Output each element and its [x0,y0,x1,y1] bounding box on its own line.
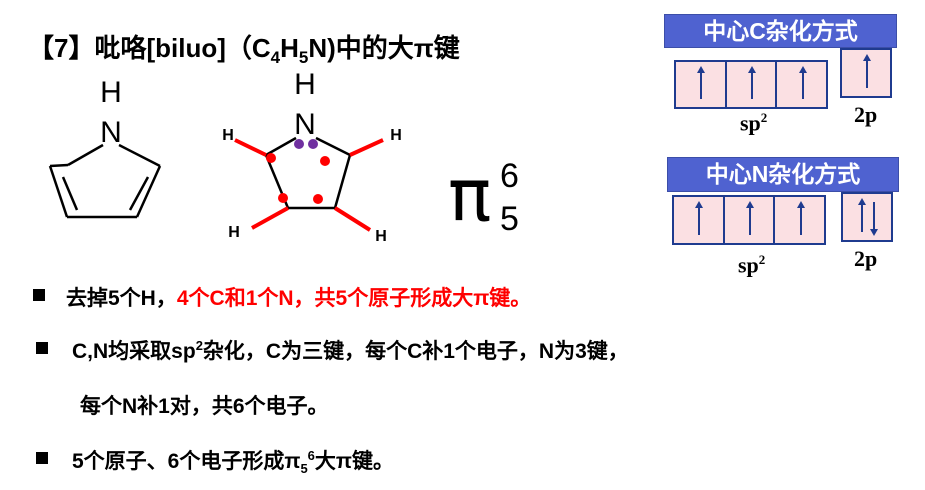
up-arrow-icon [695,201,704,235]
atom-h: H [100,76,122,109]
atom-h: H [390,127,402,144]
up-arrow-icon [697,66,706,99]
atom-n: N [100,116,122,149]
nitrogen-sp2-orbitals [672,195,826,245]
pyrrole-structures: H N H N H H H H π 6 5 [48,68,519,245]
nitrogen-sp2-label: sp2 [738,252,766,278]
bullet-icon [33,289,45,301]
pi-atoms: 5 [500,200,519,238]
nitrogen-2p-orbital [841,192,893,242]
pi-electrons: 6 [500,157,519,195]
atom-h: H [222,127,234,144]
bullet-item: 去掉5个H，4个C和1个N，共5个原子形成大π键。 [66,287,532,310]
up-arrow-icon [748,66,756,99]
pyrrole-bond-diagram: H N H H H H [222,68,402,245]
atom-n: N [294,108,316,141]
bullet-item-continuation: 每个N补1对，共6个电子。 [80,395,329,418]
up-arrow-icon [863,54,871,88]
slide-title: 【7】吡咯[biluo]（C4H5N)中的大π键 [28,33,460,68]
up-arrow-icon [746,201,754,235]
nitrogen-header: 中心N杂化方式 [667,157,899,192]
up-arrow-icon [858,198,867,232]
carbon-2p-orbital [840,48,892,98]
carbon-header: 中心C杂化方式 [664,14,897,48]
bullet-item: C,N均采取sp2杂化，C为三键，每个C补1个电子，N为3键， [72,338,629,363]
carbon-2p-label: 2p [854,102,878,127]
nitrogen-2p-label: 2p [854,246,878,271]
bullet-icon [36,452,48,464]
atom-h: H [294,68,316,101]
up-arrow-icon [798,66,807,99]
atom-h: H [375,228,387,245]
down-arrow-icon [869,202,878,237]
bullet-icon [36,342,48,354]
carbon-sp2-label: sp2 [740,110,768,136]
up-arrow-icon [796,201,805,235]
pyrrole-skeletal-formula [48,143,162,219]
bullet-item: 5个原子、6个电子形成π56大π键。 [72,448,394,477]
pi-symbol: π [448,153,491,237]
atom-h: H [228,224,240,241]
carbon-sp2-orbitals [674,60,828,109]
